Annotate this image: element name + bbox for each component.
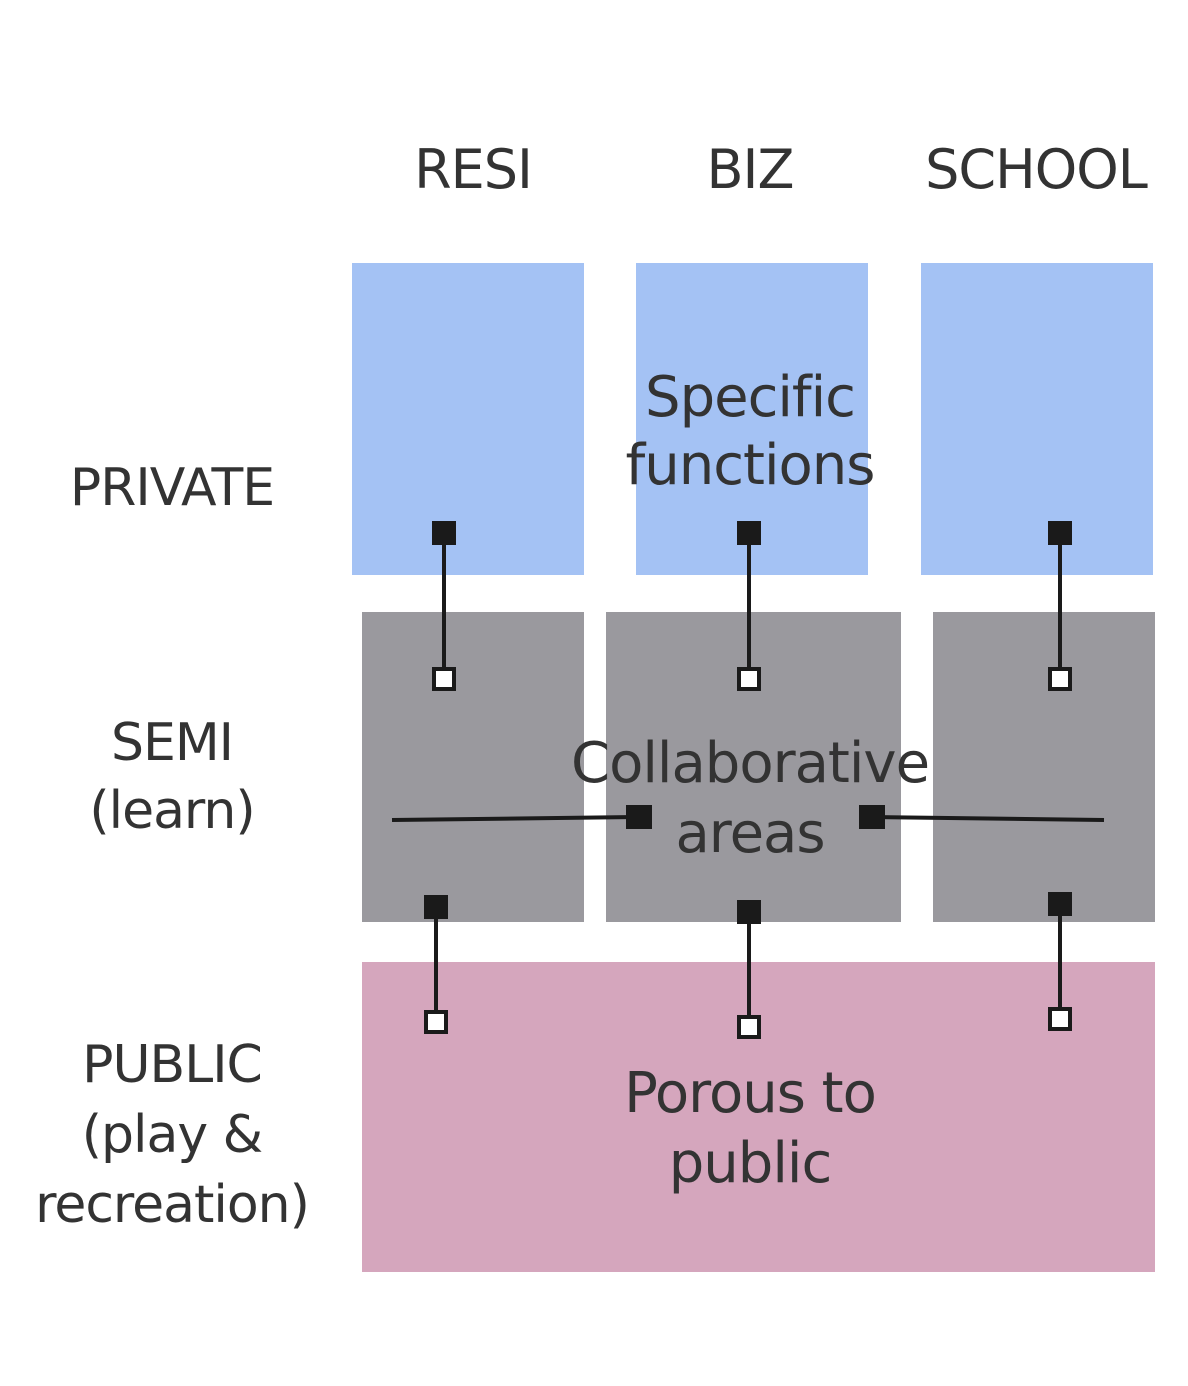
- connector-node-open: [424, 1010, 448, 1034]
- connector-node-filled: [1048, 892, 1072, 916]
- zone-text-public-1: Porous to: [624, 1061, 876, 1126]
- connector-node-filled: [737, 521, 761, 545]
- semi-block-biz: [606, 612, 901, 922]
- column-label-resi: RESI: [414, 138, 532, 201]
- row-label-public-sub-1: (play &: [82, 1105, 262, 1165]
- connector-private-semi-school: [1048, 521, 1072, 691]
- column-label-school: SCHOOL: [925, 138, 1148, 201]
- connector-private-semi-resi: [432, 521, 456, 691]
- connector-node-open: [737, 1015, 761, 1039]
- private-block-school: [921, 263, 1153, 575]
- row-label-private: PRIVATE: [70, 458, 274, 518]
- connector-node-open: [1048, 1007, 1072, 1031]
- zone-text-semi-1: Collaborative: [571, 731, 929, 796]
- private-block-resi: [352, 263, 584, 575]
- row-label-semi: SEMI: [111, 713, 233, 773]
- connector-node-filled: [424, 895, 448, 919]
- connector-semi-resi-biz: [391, 805, 652, 829]
- connector-node-open: [1048, 667, 1072, 691]
- row-label-public: PUBLIC: [82, 1035, 262, 1095]
- connector-node-filled: [626, 805, 652, 829]
- semi-block-resi: [362, 612, 584, 922]
- connector-private-semi-biz: [737, 521, 761, 691]
- connector-semi-public-biz: [737, 900, 761, 1039]
- connector-node-filled: [432, 521, 456, 545]
- public-block: [362, 962, 1155, 1272]
- zone-text-public-2: public: [669, 1131, 832, 1196]
- connector-node-filled: [859, 805, 885, 829]
- row-label-public-sub-2: recreation): [35, 1175, 309, 1235]
- semi-block-school: [933, 612, 1155, 922]
- connector-node-open: [737, 667, 761, 691]
- zone-text-private-2: functions: [626, 433, 875, 498]
- connector-semi-school-biz: [859, 805, 1105, 829]
- connector-node-open: [432, 667, 456, 691]
- zone-text-private-1: Specific: [645, 365, 855, 430]
- connector-semi-public-school: [1048, 892, 1072, 1031]
- connector-node-filled: [1048, 521, 1072, 545]
- column-label-biz: BIZ: [707, 138, 794, 201]
- row-label-semi-sub: (learn): [89, 781, 254, 841]
- connector-semi-public-resi: [424, 895, 448, 1034]
- connector-node-filled: [737, 900, 761, 924]
- zone-text-semi-2: areas: [675, 801, 824, 866]
